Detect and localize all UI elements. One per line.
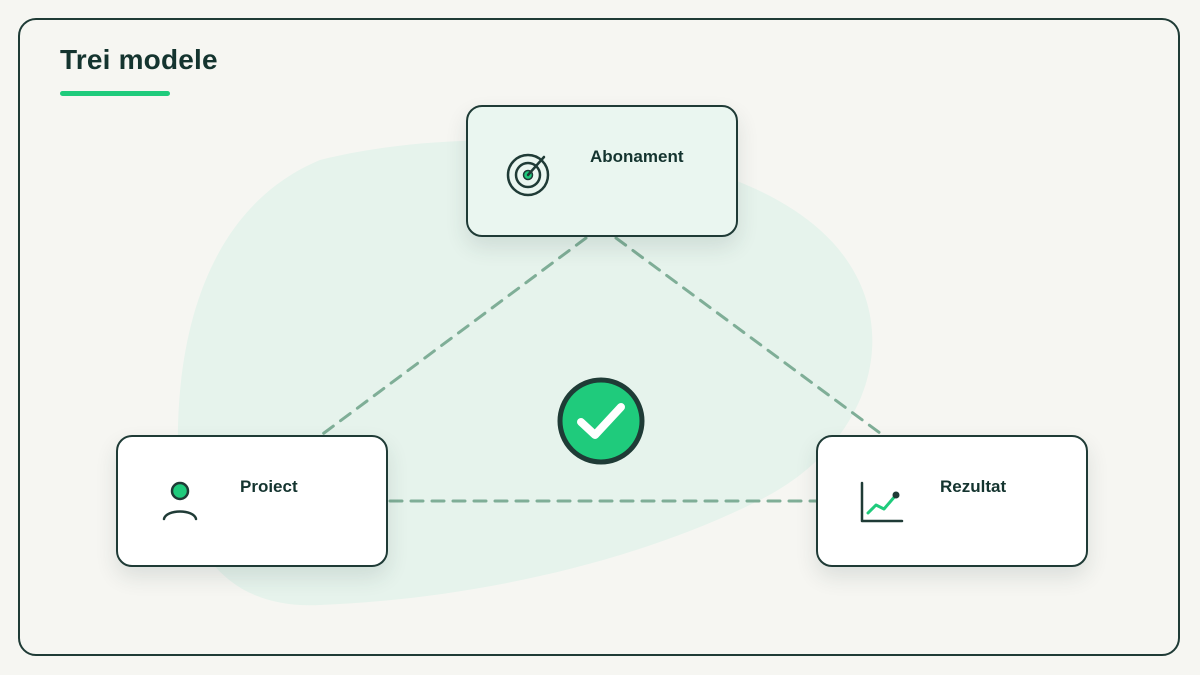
user-icon (162, 481, 198, 521)
check-circle-icon (557, 377, 645, 465)
diagram-frame: Trei modele Abonament Proiect Rezultat (18, 18, 1180, 656)
node-rezultat[interactable]: Rezultat (816, 435, 1088, 567)
target-icon (506, 153, 550, 197)
connector-lines (318, 236, 886, 503)
growth-chart-icon (860, 481, 904, 523)
connector-abonament-rezultat (614, 236, 886, 438)
title-underline (60, 91, 170, 96)
node-abonament[interactable]: Abonament (466, 105, 738, 237)
page-title: Trei modele (60, 44, 218, 75)
node-label-abonament: Abonament (590, 147, 684, 166)
node-label-proiect: Proiect (240, 477, 298, 496)
connector-abonament-proiect (318, 236, 588, 438)
node-proiect[interactable]: Proiect (116, 435, 388, 567)
node-label-rezultat: Rezultat (940, 477, 1007, 496)
